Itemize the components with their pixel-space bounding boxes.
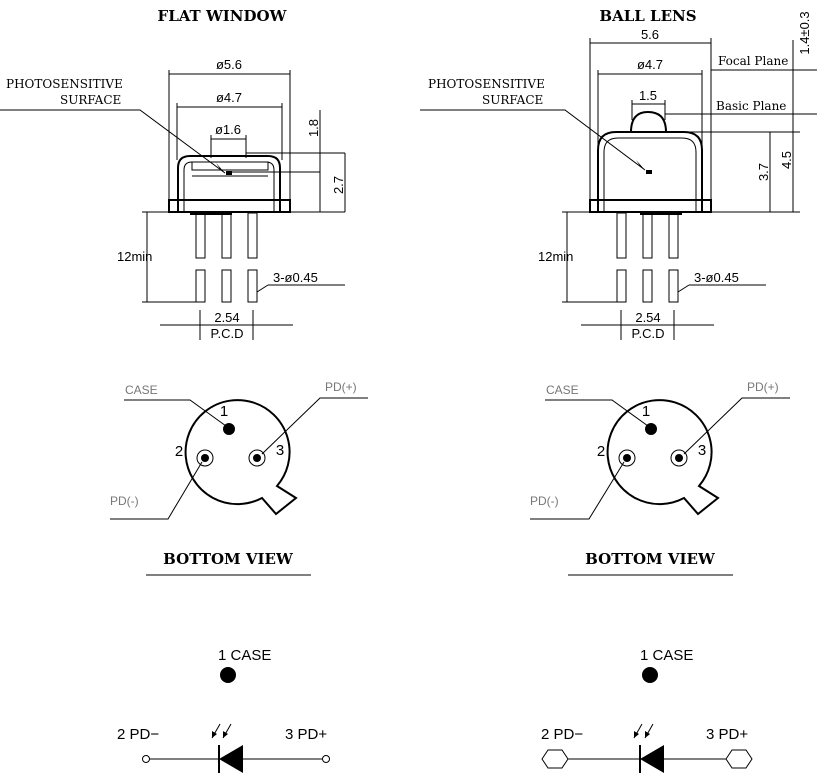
- ball-dim-h45: 4.5: [779, 151, 794, 169]
- left-pdplus-label: PD(+): [325, 380, 357, 394]
- right-photodiode-symbol: [640, 745, 664, 773]
- left-schematic-case-dot: [220, 667, 236, 683]
- left-photodiode-symbol: [219, 745, 243, 773]
- right-pin2: [623, 454, 631, 462]
- ball-dim-h37: 3.7: [756, 163, 771, 181]
- flat-dim-lead-length: 12min: [117, 249, 152, 264]
- ball-cap-body: [597, 131, 703, 212]
- ball-dim-d47: ø4.7: [637, 57, 663, 72]
- left-schematic-pdminus-label: 2 PD−: [117, 726, 159, 743]
- left-light-arrows: [212, 731, 228, 738]
- right-terminal-pdminus: [541, 749, 569, 769]
- ball-dim-pcd: 2.54: [635, 310, 660, 325]
- ball-dim-d15: 1.5: [639, 88, 657, 103]
- right-schematic-case-dot: [642, 667, 658, 683]
- left-pin1-number: 1: [220, 403, 228, 420]
- schematic-right: 1 CASE 2 PD− 3 PD+: [541, 647, 753, 773]
- left-pdminus-label: PD(-): [110, 494, 139, 508]
- left-schematic-pdplus-label: 3 PD+: [285, 726, 327, 743]
- right-schematic-case-label: 1 CASE: [640, 647, 693, 664]
- right-bottom-view-title: BOTTOM VIEW: [585, 550, 716, 568]
- ball-photosensitive-label-1: PHOTOSENSITIVE: [428, 77, 545, 91]
- left-pin3-number: 3: [276, 442, 284, 459]
- ball-dim-d56: 5.6: [641, 27, 659, 42]
- left-schematic-case-label: 1 CASE: [218, 647, 271, 664]
- right-terminal-pdplus: [725, 749, 753, 769]
- ball-lens: [630, 110, 667, 133]
- left-case-label: CASE: [125, 383, 158, 397]
- right-package-outline: [606, 399, 720, 516]
- flat-photosensitive-label-1: PHOTOSENSITIVE: [6, 77, 123, 91]
- left-pin2-number: 2: [175, 443, 183, 460]
- left-pin2: [201, 454, 209, 462]
- right-pdminus-label: PD(-): [530, 494, 559, 508]
- ball-lens-view: BALL LENS PHOTOSENSITIVE SURFACE 5.6 ø4.…: [420, 7, 817, 341]
- left-terminal-pdminus: [142, 755, 150, 763]
- right-schematic-pdminus-label: 2 PD−: [541, 726, 583, 743]
- flat-dim-h18: 1.8: [306, 119, 321, 137]
- right-pin3-number: 3: [698, 442, 706, 459]
- ball-dim-h14: 1.4±0.3: [797, 11, 812, 54]
- left-package-outline: [184, 399, 298, 516]
- flat-cap-body: [177, 155, 281, 212]
- ball-dim-pins: 3-ø0.45: [694, 270, 739, 285]
- ball-dim-pcd-label: P.C.D: [632, 326, 665, 341]
- ball-photosensitive-label-2: SURFACE: [482, 93, 543, 107]
- ball-lens-title: BALL LENS: [599, 7, 696, 25]
- flat-window-view: FLAT WINDOW PHOTOSENSITIVE SURFACE ø5.6 …: [0, 7, 346, 341]
- left-bottom-view-title: BOTTOM VIEW: [163, 550, 294, 568]
- ball-basic-plane-label: Basic Plane: [716, 99, 786, 113]
- flat-dim-pcd: 2.54: [214, 310, 239, 325]
- flat-leads: [190, 211, 258, 303]
- ball-flange: [589, 199, 712, 213]
- flat-window: [191, 161, 269, 171]
- schematic-left: 1 CASE 2 PD− 3 PD+: [117, 647, 330, 773]
- right-pin2-number: 2: [597, 443, 605, 460]
- right-pin3: [675, 454, 683, 462]
- bottom-view-right: 1 2 3 CASE PD(+) PD(-) BOTTOM VIEW: [530, 380, 790, 576]
- bottom-view-left: 1 2 3 CASE PD(+) PD(-) BOTTOM VIEW: [110, 380, 368, 576]
- left-terminal-pdplus: [322, 755, 330, 763]
- flat-flange: [168, 199, 291, 213]
- flat-photosensitive-leader: [0, 109, 226, 174]
- right-light-arrows: [634, 731, 650, 738]
- ball-leads: [616, 211, 682, 303]
- right-schematic-pdplus-label: 3 PD+: [706, 726, 748, 743]
- flat-window-title: FLAT WINDOW: [158, 7, 288, 25]
- right-case-label: CASE: [546, 383, 579, 397]
- ball-photosensitive-leader: [420, 109, 646, 171]
- flat-dim-pcd-label: P.C.D: [211, 326, 244, 341]
- flat-dim-h27: 2.7: [331, 176, 346, 194]
- flat-dim-pins: 3-ø0.45: [273, 270, 318, 285]
- flat-dim-d16: ø1.6: [215, 122, 241, 137]
- flat-photosensitive-label-2: SURFACE: [60, 93, 121, 107]
- right-pdplus-label: PD(+): [747, 380, 779, 394]
- ball-dim-lead-length: 12min: [538, 249, 573, 264]
- flat-dim-d56: ø5.6: [216, 57, 242, 72]
- left-pin3: [253, 454, 261, 462]
- ball-focal-plane-label: Focal Plane: [718, 54, 788, 68]
- right-pin1-number: 1: [642, 403, 650, 420]
- flat-dim-d47: ø4.7: [216, 90, 242, 105]
